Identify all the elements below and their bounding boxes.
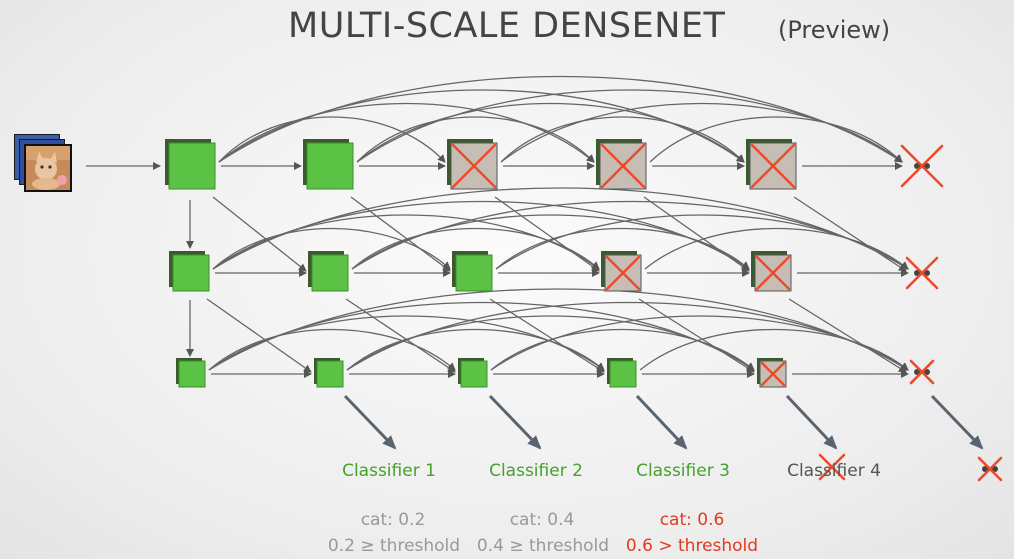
strided-arrow	[350, 196, 451, 272]
dense-arc	[212, 214, 600, 270]
dense-arc	[351, 214, 750, 270]
red-cross-icon	[755, 255, 791, 291]
red-cross-icon	[905, 256, 939, 290]
strided-arrow	[638, 298, 755, 373]
classifier-3-score: cat: 0.6	[659, 510, 725, 530]
dense-arc	[500, 116, 745, 163]
active-feature-block	[452, 251, 493, 292]
classifier-arrow	[343, 394, 397, 450]
ellipsis-dots-icon	[914, 270, 930, 276]
active-feature-block	[303, 139, 354, 190]
classifier-arrow	[785, 394, 838, 450]
classifier-1-label: Classifier 1	[342, 461, 436, 481]
dense-arc	[208, 288, 909, 371]
page-title: MULTI-SCALE DENSENET	[288, 6, 726, 46]
skipped-feature-block	[596, 139, 647, 190]
red-cross-icon	[750, 143, 796, 189]
feature-blocks	[165, 139, 797, 388]
red-cross-icon	[818, 453, 846, 481]
classifier-2-decision: 0.4 ≥ threshold	[476, 536, 610, 556]
red-cross-icon	[977, 456, 1003, 482]
classifier-3-label: Classifier 3	[636, 461, 730, 481]
dense-arc	[639, 328, 909, 371]
dense-arc	[208, 328, 456, 371]
strided-arrow	[206, 298, 312, 373]
active-feature-block	[607, 358, 637, 388]
red-cross-icon	[600, 143, 646, 189]
classifier-arrow	[635, 394, 688, 450]
classifier-arrow	[488, 394, 542, 450]
skipped-feature-block	[757, 358, 787, 388]
dense-arc	[490, 315, 909, 371]
dense-arc	[346, 328, 605, 371]
dense-arc	[644, 227, 909, 270]
dense-arc	[356, 102, 745, 163]
strided-arrow	[212, 196, 307, 272]
skipped-feature-block	[601, 251, 642, 292]
red-cross-icon	[605, 255, 641, 291]
active-feature-block	[169, 251, 210, 292]
red-cross-icon	[760, 361, 786, 387]
ellipsis-dots-icon	[982, 466, 998, 472]
dense-arc	[212, 187, 909, 270]
dense-arc	[351, 227, 600, 270]
strided-arrow	[494, 196, 600, 272]
dense-arc	[218, 116, 446, 163]
active-feature-block	[176, 358, 206, 388]
ellipsis-dots-icon	[914, 163, 930, 169]
classifier-3-decision: 0.6 > threshold	[625, 536, 759, 556]
skipped-feature-block	[447, 139, 498, 190]
active-feature-block	[165, 139, 216, 190]
continuation-dots	[900, 144, 1003, 482]
strided-arrow	[788, 298, 907, 373]
sequential-arrows	[86, 162, 909, 378]
dense-arc	[649, 116, 903, 163]
dense-arc	[212, 227, 451, 270]
strided-arrow	[489, 298, 605, 373]
dense-arc	[356, 116, 595, 163]
skipped-feature-block	[751, 251, 792, 292]
dense-arc	[500, 102, 903, 163]
active-feature-block	[314, 358, 344, 388]
strided-arrow	[643, 196, 750, 272]
dense-arc	[208, 315, 605, 371]
red-cross-icon	[909, 359, 935, 385]
dense-arc	[218, 102, 595, 163]
dense-arc	[495, 214, 909, 270]
classifier-2-label: Classifier 2	[489, 461, 583, 481]
classifier-2-score: cat: 0.4	[509, 510, 575, 530]
red-cross-icon	[451, 143, 497, 189]
classifier-1-decision: 0.2 ≥ threshold	[327, 536, 461, 556]
page-subtitle: (Preview)	[778, 16, 891, 44]
ellipsis-dots-icon	[914, 369, 930, 375]
strided-arrow	[793, 196, 907, 272]
red-cross-icon	[900, 144, 944, 188]
skipped-feature-block	[746, 139, 797, 190]
strided-arrow	[345, 298, 456, 373]
classifier-arrow	[930, 394, 984, 450]
dense-arc	[490, 328, 755, 371]
active-feature-block	[308, 251, 349, 292]
input-image-icon	[14, 134, 72, 192]
classifier-arrows	[343, 394, 984, 481]
classifier-1-score: cat: 0.2	[360, 510, 426, 530]
dense-connections	[208, 75, 909, 371]
active-feature-block	[458, 358, 488, 388]
classifier-4-label: Classifier 4	[787, 461, 881, 481]
dense-arc	[356, 89, 903, 163]
